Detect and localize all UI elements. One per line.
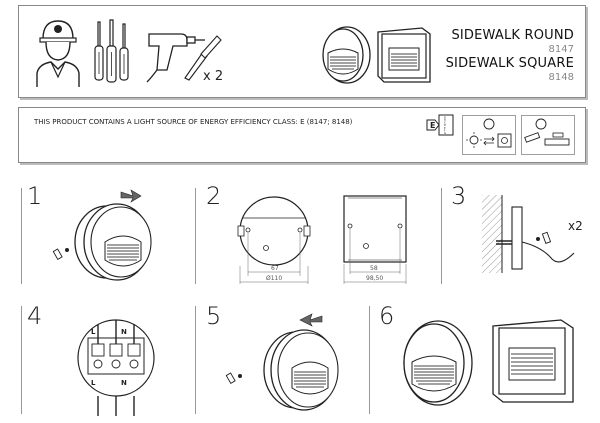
product-1-name: SIDEWALK ROUND [451,28,574,43]
energy-scale-letter: B [444,118,446,122]
light-switch-icon [462,115,516,155]
screwdriver-icon [94,19,129,83]
step-3-wiring-illustration [482,195,575,273]
energy-scale-letter: C [444,120,446,124]
step-4-terminal-block: L N L N [77,319,155,416]
step-1-number: 1 [27,182,43,210]
square-light-image [377,27,431,83]
step-3-quantity: x2 [568,219,583,233]
energy-scale-letter: E [444,126,446,130]
screw-icon [225,372,242,384]
divider [441,188,442,284]
product-1-code: 8147 [548,44,574,55]
rotate-arrow-icon [299,313,323,327]
step-1-illustration [52,189,152,281]
step-5-illustration [225,313,339,411]
wall-plug-icon [184,35,222,81]
terminal-top-n: N [121,328,127,336]
installer-icon [36,20,80,87]
divider [21,306,22,414]
round-light-image [322,26,371,84]
step-6-round-finished [403,320,473,406]
terminal-bottom-n: N [121,379,127,387]
dim-round-hole: 67 [271,265,279,272]
step-2-number: 2 [206,182,222,210]
drill-icon [146,33,205,83]
divider [195,306,196,414]
product-2-code: 8148 [548,72,574,83]
step-5-number: 5 [206,302,222,330]
energy-scale-letter: F [444,129,446,133]
divider [21,188,22,284]
terminal-top-l: L [91,328,96,336]
divider [195,188,196,284]
step-4-number: 4 [27,302,43,330]
step-3-number: 3 [451,182,467,210]
rotate-arrow-icon [120,189,142,203]
replaceable-source-icon [521,115,575,155]
energy-scale-letter: D [444,123,446,127]
product-2-name: SIDEWALK SQUARE [445,56,574,71]
energy-scale-letter: A [444,115,446,119]
energy-class-letter: E [430,121,435,130]
dim-square-hole: 58 [370,265,378,272]
screw-icon [536,231,552,244]
tools-quantity: x 2 [203,69,224,84]
step-6-number: 6 [379,302,395,330]
dim-round-diameter: Ø110 [266,275,282,282]
divider [369,306,370,414]
dim-square-width: 98,50 [366,275,383,282]
terminal-bottom-l: L [91,379,96,387]
energy-scale-letter: G [444,131,446,135]
step-2-dimension-drawing: 67 Ø110 58 98,50 [237,195,407,284]
screw-icon [52,248,69,260]
step-6-square-finished [492,319,574,403]
energy-notice: THIS PRODUCT CONTAINS A LIGHT SOURCE OF … [34,118,353,126]
